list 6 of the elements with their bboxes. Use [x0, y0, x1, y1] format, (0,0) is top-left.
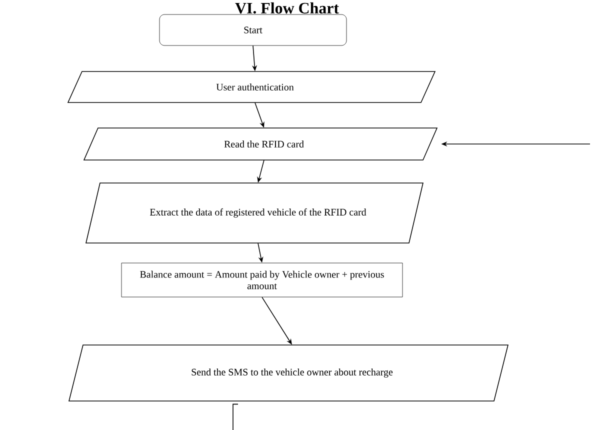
process-box: Balance amount = Amount paid by Vehicle owner + previous amount	[121, 262, 403, 298]
input-output-parallelogram: Extract the data of registered vehicle of the RFID card	[86, 182, 424, 244]
start-terminal: Start	[159, 14, 347, 46]
connector-line	[232, 404, 238, 430]
input-output-parallelogram: Send the SMS to the vehicle owner about recharge	[68, 344, 509, 402]
title: VI. Flow Chart	[235, 2, 339, 14]
